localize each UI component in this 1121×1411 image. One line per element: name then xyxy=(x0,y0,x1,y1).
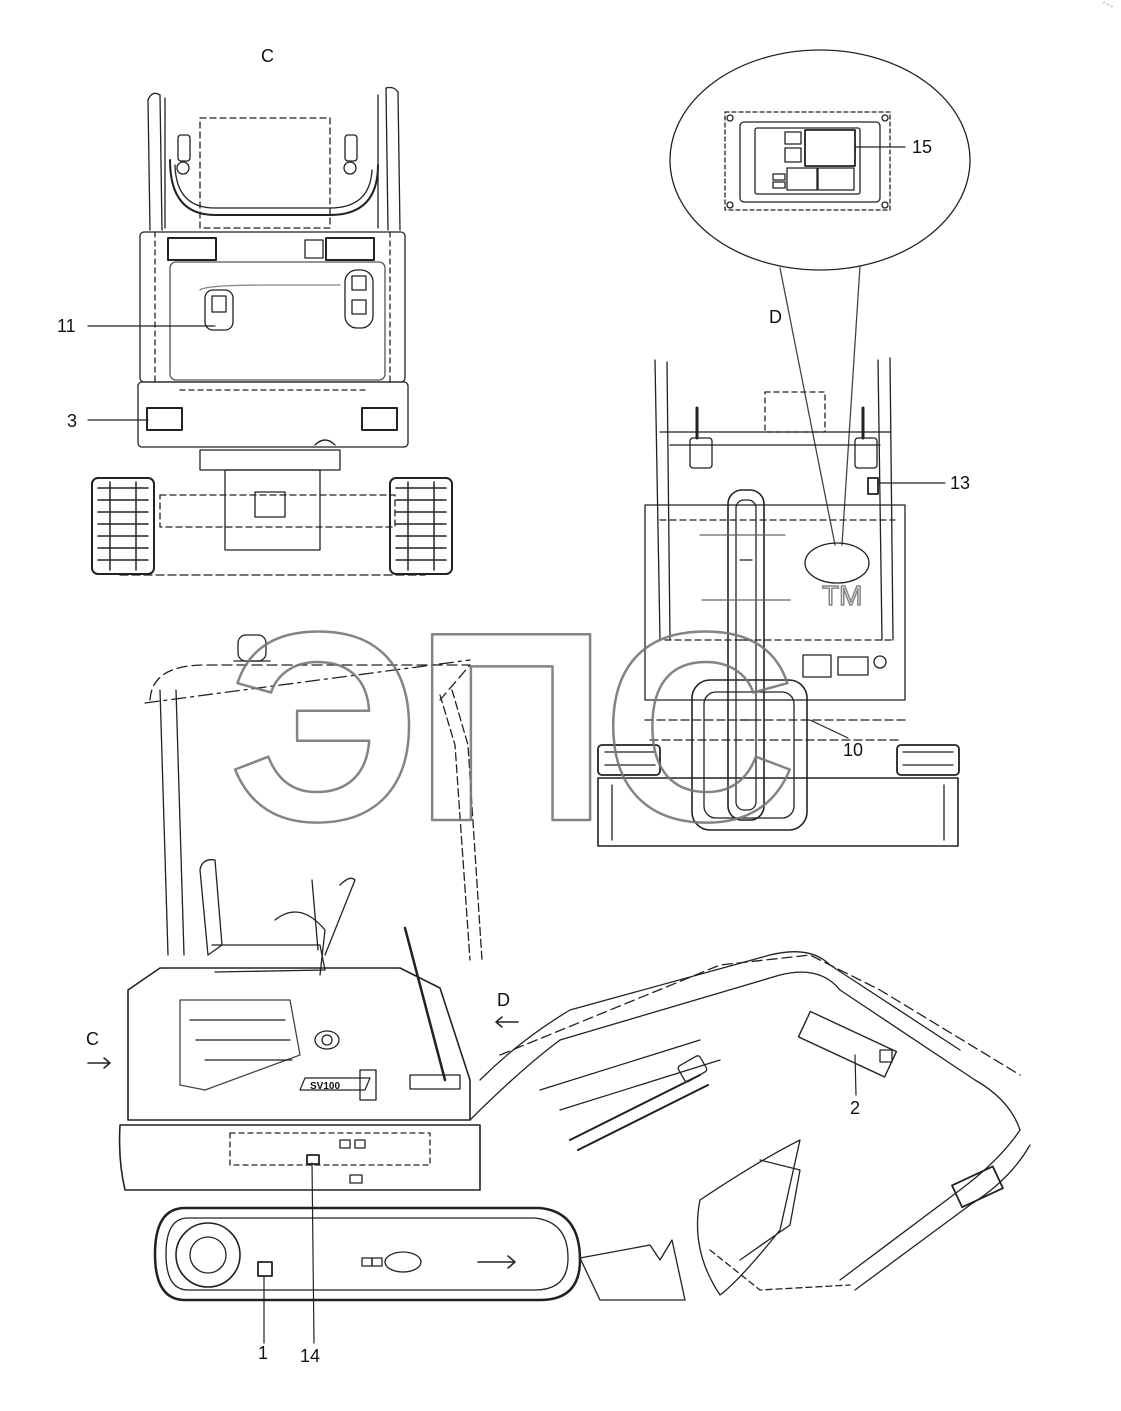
view-label-d: D xyxy=(769,307,782,327)
watermark-tm: TM xyxy=(822,580,862,611)
rear-view xyxy=(91,86,453,576)
callout-11: 11 xyxy=(57,316,76,336)
callout-3: 3 xyxy=(67,411,78,431)
leader-lines xyxy=(87,146,946,1344)
side-view: SV100 xyxy=(87,634,1031,1302)
arrow-label-d: D xyxy=(497,990,510,1010)
watermark: ЭПС TM xyxy=(227,576,863,880)
callout-14: 14 xyxy=(300,1346,321,1366)
callout-15: 15 xyxy=(912,137,933,157)
callout-1: 1 xyxy=(258,1343,269,1363)
view-label-c: C xyxy=(261,46,274,66)
front-view xyxy=(597,49,971,847)
callout-10: 10 xyxy=(843,740,864,760)
callout-13: 13 xyxy=(950,473,971,493)
arrow-label-c: C xyxy=(86,1029,99,1049)
model-badge-text: SV100 xyxy=(310,1081,340,1092)
callout-2: 2 xyxy=(850,1098,861,1118)
watermark-text: ЭПС xyxy=(228,577,792,878)
